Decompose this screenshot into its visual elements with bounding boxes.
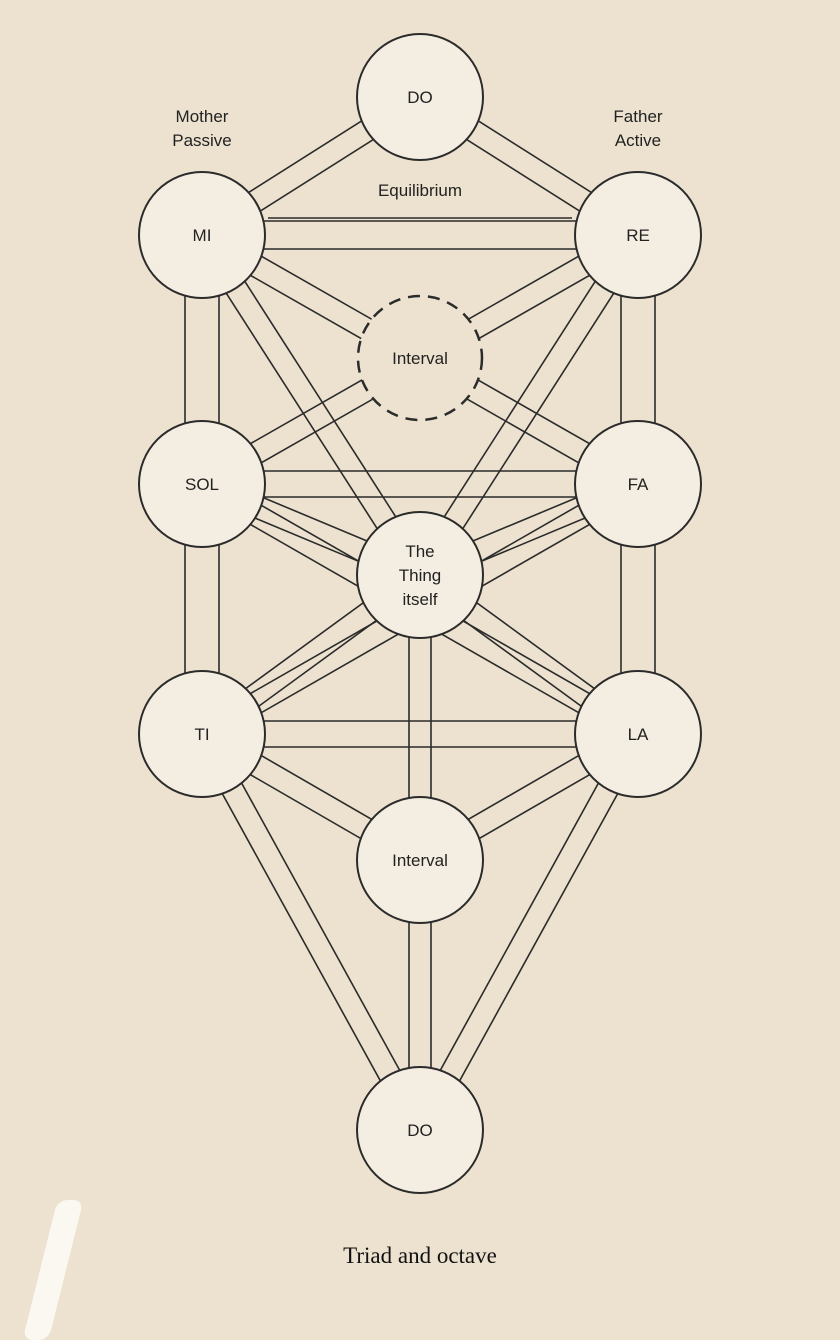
node-ti (138, 670, 266, 798)
connector-la-do-a (409, 728, 630, 1126)
label-do-top: DO (407, 88, 433, 107)
node-sol (138, 420, 266, 548)
label-equilibrium: Equilibrium (378, 181, 462, 200)
label-active: Active (615, 131, 661, 150)
label-interval-lower: Interval (392, 851, 448, 870)
node-thing-itself (356, 511, 484, 639)
label-la: LA (628, 725, 649, 744)
label-thing-line2: Thing (399, 566, 442, 585)
label-do-bottom: DO (407, 1121, 433, 1140)
label-re: RE (626, 226, 650, 245)
node-do-bottom (356, 1066, 484, 1194)
node-re (574, 171, 702, 299)
node-do-top (356, 33, 484, 161)
label-fa: FA (628, 475, 649, 494)
label-passive: Passive (172, 131, 232, 150)
figure-caption: Triad and octave (343, 1243, 497, 1268)
connector-re-thing-b (428, 240, 648, 582)
label-thing-line1: The (405, 542, 434, 561)
node-fa (574, 420, 702, 548)
label-mi: MI (193, 226, 212, 245)
connector-ti-do-b (210, 728, 431, 1126)
node-la (574, 670, 702, 798)
label-thing-line3: itself (403, 590, 438, 609)
label-mother: Mother (176, 107, 229, 126)
equilibrium-label-backdrop (350, 176, 490, 204)
connector-la-do-b (428, 738, 649, 1136)
label-interval-upper: Interval (392, 349, 448, 368)
connector-ti-do-a (191, 738, 412, 1136)
label-sol: SOL (185, 475, 219, 494)
node-interval-upper (356, 294, 484, 422)
node-mi (138, 171, 266, 299)
label-father: Father (613, 107, 662, 126)
label-ti: TI (194, 725, 209, 744)
connector-mi-thing-a (192, 240, 412, 582)
connector-mi-thing-b (210, 228, 430, 570)
connector-re-thing-a (410, 228, 630, 570)
node-interval-lower (356, 796, 484, 924)
